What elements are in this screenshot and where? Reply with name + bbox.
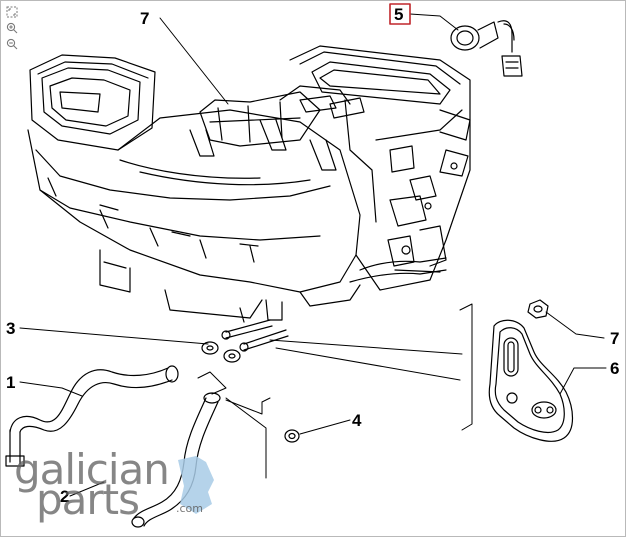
watermark-word-galician: galician xyxy=(14,445,169,494)
heater-housing xyxy=(27,45,471,323)
washer-4 xyxy=(284,429,300,443)
callout-2: 2 xyxy=(60,487,69,506)
callout-7-top: 7 xyxy=(140,9,149,28)
fullscreen-icon[interactable] xyxy=(5,5,19,19)
nut-7 xyxy=(527,299,549,319)
watermark-suffix: .com xyxy=(176,502,203,515)
callout-3: 3 xyxy=(6,319,15,338)
watermark-logo: galician parts .com xyxy=(14,445,214,524)
callout-4: 4 xyxy=(352,411,362,430)
callout-1: 1 xyxy=(6,373,15,392)
bracket-plate xyxy=(488,319,574,442)
hose-1 xyxy=(5,365,179,467)
watermark-word-parts: parts xyxy=(36,475,139,524)
viewer-toolbar xyxy=(5,5,19,51)
watermark-map-shape xyxy=(178,456,214,514)
zoom-out-icon[interactable] xyxy=(5,37,19,51)
zoom-in-icon[interactable] xyxy=(5,21,19,35)
callout-6: 6 xyxy=(610,359,619,378)
temperature-sensor xyxy=(450,20,523,77)
screw-set xyxy=(201,319,289,363)
assembly-lines xyxy=(197,303,473,479)
callout-7-right: 7 xyxy=(610,329,619,348)
leader-lines xyxy=(19,13,607,497)
callout-5-highlight xyxy=(389,3,411,25)
callout-5: 5 xyxy=(394,5,403,24)
